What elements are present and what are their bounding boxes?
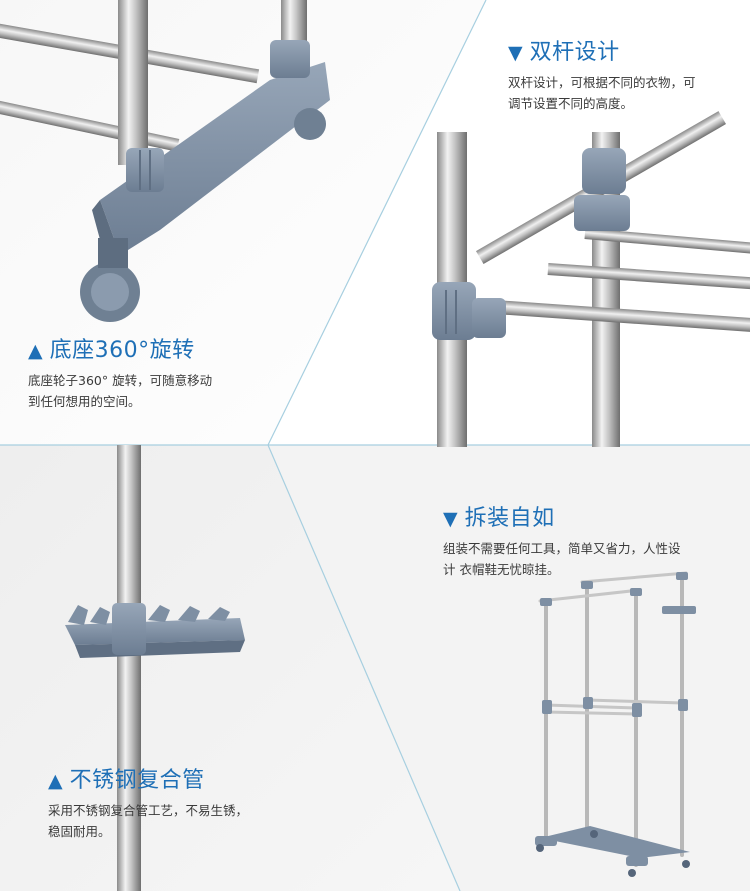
pipe-caption: ▲ 不锈钢复合管 采用不锈钢复合管工艺，不易生锈， 稳固耐用。 xyxy=(48,770,288,842)
triangle-up-icon: ▲ xyxy=(28,339,43,362)
base-rotation-title: 底座360°旋转 xyxy=(49,338,195,363)
pipe-illustration xyxy=(65,445,245,891)
dual-pole-caption: ▼ 双杆设计 双杆设计，可根据不同的衣物，可 调节设置不同的高度。 xyxy=(508,42,738,114)
base-rotation-description: 底座轮子360° 旋转，可随意移动 到任何想用的空间。 xyxy=(28,373,213,409)
dual-pole-heading: ▼ 双杆设计 xyxy=(508,42,738,64)
dual-pole-title: 双杆设计 xyxy=(529,40,620,65)
assembly-title: 拆装自如 xyxy=(464,506,555,531)
full-rack-illustration xyxy=(535,571,696,877)
assembly-description: 组装不需要任何工具，简单又省力，人性设 计 衣帽鞋无忧晾挂。 xyxy=(443,541,681,577)
triangle-down-icon: ▼ xyxy=(508,41,523,64)
assembly-caption: ▼ 拆装自如 组装不需要任何工具，简单又省力，人性设 计 衣帽鞋无忧晾挂。 xyxy=(443,508,723,580)
pipe-title: 不锈钢复合管 xyxy=(69,768,205,793)
dual-pole-description: 双杆设计，可根据不同的衣物，可 调节设置不同的高度。 xyxy=(508,75,696,111)
triangle-up-icon: ▲ xyxy=(48,769,63,792)
assembly-heading: ▼ 拆装自如 xyxy=(443,508,723,530)
pipe-heading: ▲ 不锈钢复合管 xyxy=(48,770,288,792)
dual-pole-illustration xyxy=(432,111,750,447)
base-rotation-heading: ▲ 底座360°旋转 xyxy=(28,340,268,362)
base-rotation-caption: ▲ 底座360°旋转 底座轮子360° 旋转，可随意移动 到任何想用的空间。 xyxy=(28,340,268,412)
pipe-description: 采用不锈钢复合管工艺，不易生锈， 稳固耐用。 xyxy=(48,803,249,839)
triangle-down-icon: ▼ xyxy=(443,507,458,530)
base-caster-illustration xyxy=(0,0,330,322)
